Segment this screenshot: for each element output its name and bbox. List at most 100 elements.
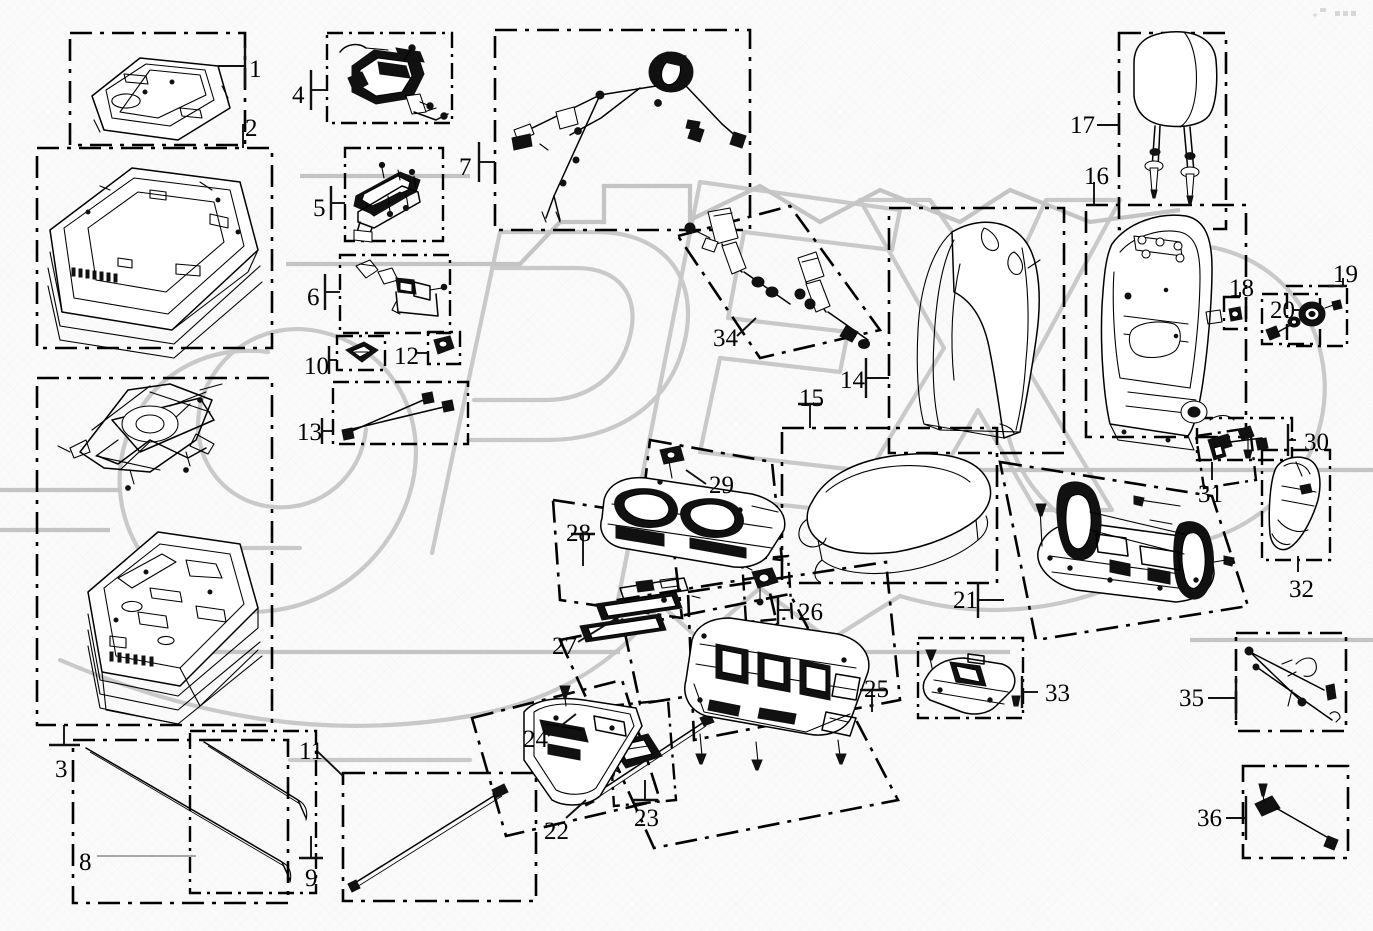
group-box-14 [887, 206, 1066, 455]
group-box-29 [636, 438, 784, 562]
part-18-plug [1228, 306, 1243, 322]
part-19-handwheel [1298, 299, 1343, 327]
part-7-wiring-harness [511, 51, 747, 223]
callout-7: 7 [459, 154, 472, 181]
group-box-16 [1084, 203, 1248, 439]
group-box-22 [558, 592, 900, 850]
group-box-3 [35, 376, 274, 727]
group-box-2 [35, 146, 274, 350]
part-6-valve-switch [355, 259, 448, 317]
callout-20: 20 [1270, 297, 1295, 324]
group-box-12 [426, 330, 462, 366]
group-box-20 [1260, 292, 1322, 346]
callout-18: 18 [1229, 275, 1254, 302]
group-box-24 [470, 678, 662, 838]
callout-4: 4 [292, 82, 305, 109]
part-35-linkage-rods [1244, 646, 1341, 723]
callout-19: 19 [1333, 261, 1358, 288]
group-box-10 [335, 334, 387, 372]
group-box-6 [338, 253, 452, 335]
group-box-21 [998, 460, 1250, 642]
callout-12: 12 [394, 343, 419, 370]
callout-34: 34 [713, 325, 738, 352]
callout-5: 5 [313, 195, 326, 222]
part-36-release-cable [1254, 783, 1339, 851]
part-34-seatbelt-set [684, 207, 870, 349]
callout-1: 1 [249, 56, 262, 83]
callout-3: 3 [55, 756, 68, 783]
callout-36: 36 [1197, 805, 1222, 832]
group-box-4 [325, 31, 454, 125]
group-box-11 [341, 771, 538, 903]
callout-31: 31 [1198, 481, 1223, 508]
part-24-pan-front-trim [523, 685, 643, 806]
group-box-1 [68, 31, 247, 147]
callout-24: 24 [523, 726, 548, 753]
group-box-7 [493, 28, 752, 232]
group-box-15 [780, 426, 999, 585]
callout-35: 35 [1179, 685, 1204, 712]
leader-lines [49, 45, 1347, 860]
callout-26: 26 [798, 599, 823, 626]
group-box-8 [71, 738, 290, 905]
part-27-rail-slides [579, 577, 701, 643]
group-box-19 [1285, 284, 1349, 348]
group-box-32 [1260, 448, 1332, 562]
part-14-backrest-cover [916, 221, 1041, 439]
part-1-seat-pan-upper [91, 57, 231, 141]
callout-30: 30 [1304, 429, 1329, 456]
callout-13: 13 [297, 419, 322, 446]
group-box-18 [1222, 295, 1248, 331]
part-3-suspension-base [87, 531, 263, 725]
part-9-trim-rail-short [203, 741, 308, 821]
group-box-13 [331, 380, 470, 446]
group-box-5 [343, 146, 445, 243]
part-4-compressor-motor [339, 43, 449, 121]
callout-21: 21 [953, 587, 978, 614]
group-box-9 [188, 729, 318, 895]
callout-32: 32 [1289, 576, 1314, 603]
callout-28: 28 [566, 520, 591, 547]
group-box-28 [551, 498, 684, 620]
callout-16: 16 [1084, 163, 1109, 190]
part-15-seat-cushion-cover [798, 453, 992, 583]
corner-mark-icon [1313, 8, 1356, 17]
callout-9: 9 [305, 865, 318, 892]
callout-15: 15 [799, 385, 824, 412]
group-box-34 [675, 204, 883, 360]
part-3-suspension-scissor [57, 383, 223, 491]
part-10-clip [345, 341, 379, 363]
callout-22: 22 [544, 818, 569, 845]
part-20-recliner-shaft [1265, 316, 1301, 341]
part-25-seat-pan-lower [684, 617, 870, 771]
group-box-31 [1194, 426, 1258, 490]
part-26-latch [743, 565, 779, 606]
callout-6: 6 [307, 284, 320, 311]
part-12-grommet [433, 335, 455, 355]
callout-25: 25 [864, 676, 889, 703]
callout-23: 23 [634, 805, 659, 832]
part-31-pivot-cap [1209, 441, 1227, 461]
callout-29: 29 [709, 472, 734, 499]
callout-2: 2 [245, 115, 258, 142]
group-box-36 [1241, 764, 1350, 860]
callout-11: 11 [299, 738, 324, 765]
part-8-trim-rail-long [85, 747, 292, 883]
part-32-side-trim [1268, 456, 1321, 551]
part-17-headrest [1133, 31, 1218, 205]
callout-27: 27 [552, 633, 577, 660]
group-box-35 [1234, 631, 1348, 733]
part-21-seat-frame [1035, 481, 1235, 603]
part-11-rod-guide [347, 783, 509, 893]
callout-8: 8 [79, 849, 92, 876]
watermark-strokes [0, 173, 1373, 655]
callout-17: 17 [1070, 112, 1095, 139]
part-16-backrest-frame [1100, 214, 1223, 451]
part-13-cables [341, 391, 455, 441]
part-5-lever-linkage [353, 161, 421, 243]
part-33-swivel-base [922, 649, 1021, 715]
part-29-seat-pan-upper-frame [600, 445, 786, 568]
part-2-suspension-housing [47, 167, 263, 359]
